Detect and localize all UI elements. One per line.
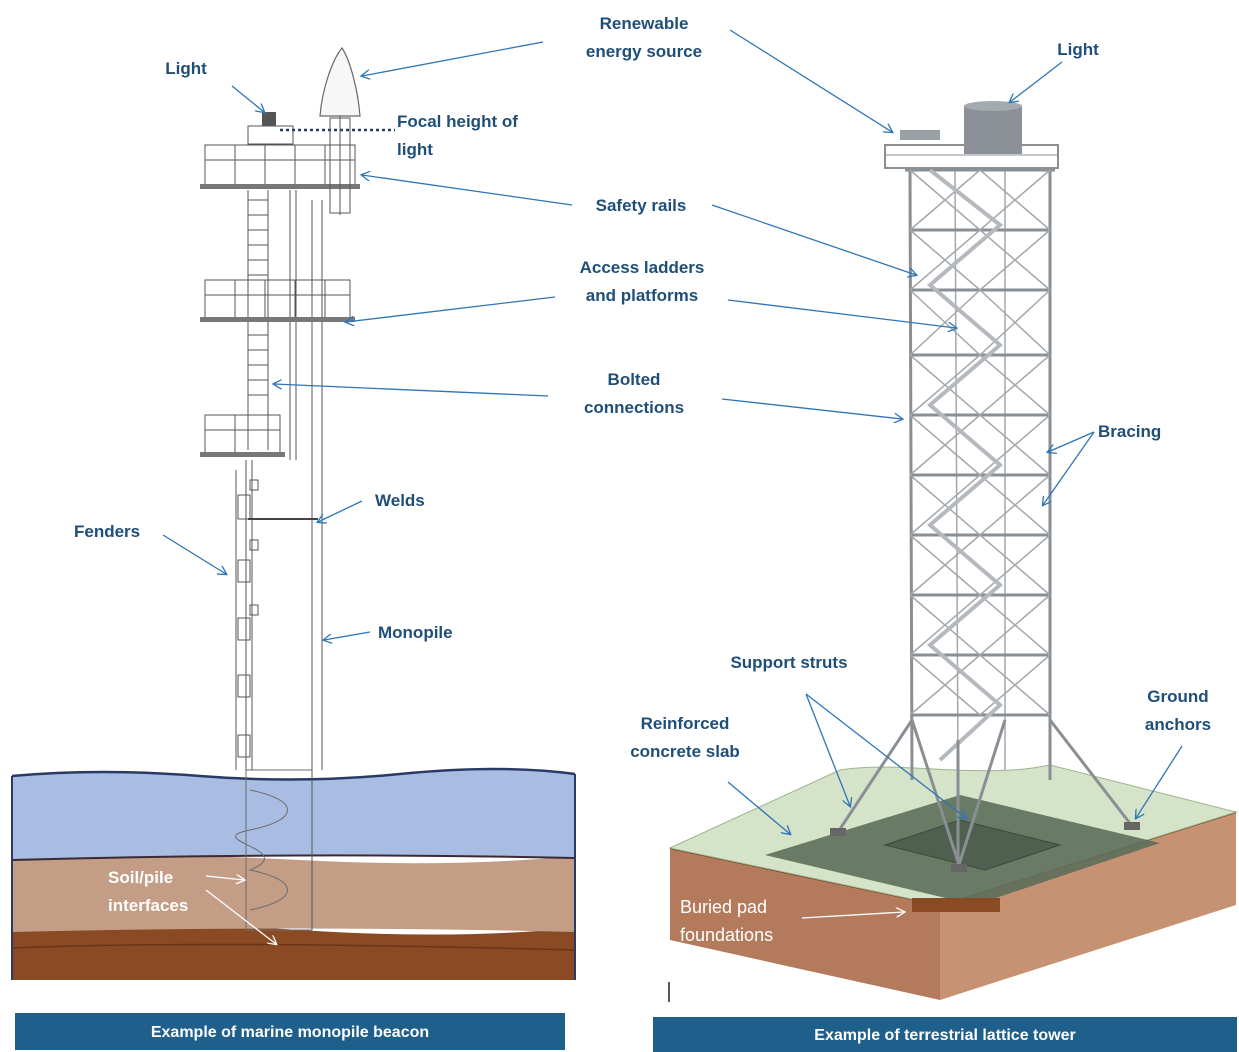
arrow-anchors xyxy=(1136,745,1183,818)
label-access-2: and platforms xyxy=(586,286,698,305)
callout-arrows xyxy=(162,29,1183,944)
label-buried-2: foundations xyxy=(680,925,773,945)
label-renewable-1: Renewable xyxy=(600,14,689,33)
label-bolted-2: connections xyxy=(584,398,684,417)
caption-right-text: Example of terrestrial lattice tower xyxy=(814,1027,1075,1044)
caption-right: Example of terrestrial lattice tower xyxy=(653,1017,1237,1052)
label-fenders: Fenders xyxy=(74,522,140,541)
label-focal-2: light xyxy=(397,140,433,159)
arrow-light-left xyxy=(231,85,264,112)
monopile-beacon-drawing xyxy=(11,46,576,980)
clay-layer xyxy=(12,925,575,980)
water-layer xyxy=(12,769,575,860)
arrow-soil-2 xyxy=(205,889,276,944)
label-welds: Welds xyxy=(375,491,425,510)
label-bolted-1: Bolted xyxy=(608,370,661,389)
arrow-renewable-left xyxy=(362,41,544,76)
arrow-safety-right xyxy=(711,204,916,275)
arrow-buried xyxy=(801,912,904,919)
arrow-light-right xyxy=(1010,61,1063,102)
arrow-monopile xyxy=(324,631,371,640)
label-monopile: Monopile xyxy=(378,623,453,642)
caption-left-text: Example of marine monopile beacon xyxy=(151,1024,429,1041)
label-support-struts: Support struts xyxy=(730,653,847,672)
arrow-welds xyxy=(318,500,363,522)
arrow-struts-1 xyxy=(805,693,850,806)
arrow-concrete xyxy=(727,781,790,834)
label-focal-1: Focal height of xyxy=(397,112,518,131)
arrow-renewable-right xyxy=(729,29,892,132)
label-safety-rails: Safety rails xyxy=(596,196,687,215)
arrow-access-right xyxy=(727,299,956,328)
label-light-left: Light xyxy=(165,59,207,78)
label-bracing: Bracing xyxy=(1098,422,1161,441)
arrow-soil-1 xyxy=(205,876,244,880)
lattice-tower-drawing xyxy=(668,101,1238,1000)
label-concrete-1: Reinforced xyxy=(641,714,730,733)
label-light-right: Light xyxy=(1057,40,1099,59)
arrow-fenders xyxy=(162,534,226,574)
label-soil-1: Soil/pile xyxy=(108,868,173,887)
arrow-bracing-1 xyxy=(1048,431,1095,452)
caption-left: Example of marine monopile beacon xyxy=(15,1013,565,1050)
label-anchors-1: Ground xyxy=(1147,687,1208,706)
earth-block xyxy=(670,848,940,1000)
arrow-bracing-2 xyxy=(1043,431,1095,505)
arrow-bolted-right xyxy=(721,398,902,419)
label-soil-2: interfaces xyxy=(108,896,188,915)
arrow-bolted-left xyxy=(274,384,549,397)
arrow-access-left xyxy=(346,296,556,322)
arrow-safety-left xyxy=(362,175,573,206)
arrow-struts-2 xyxy=(805,693,966,818)
label-concrete-2: concrete slab xyxy=(630,742,740,761)
label-renewable-2: energy source xyxy=(586,42,702,61)
label-buried-1: Buried pad xyxy=(680,897,767,917)
callout-labels: Renewable energy source Light Light Foca… xyxy=(74,14,1211,945)
label-access-1: Access ladders xyxy=(580,258,705,277)
soil-layer xyxy=(12,855,575,932)
label-anchors-2: anchors xyxy=(1145,715,1211,734)
